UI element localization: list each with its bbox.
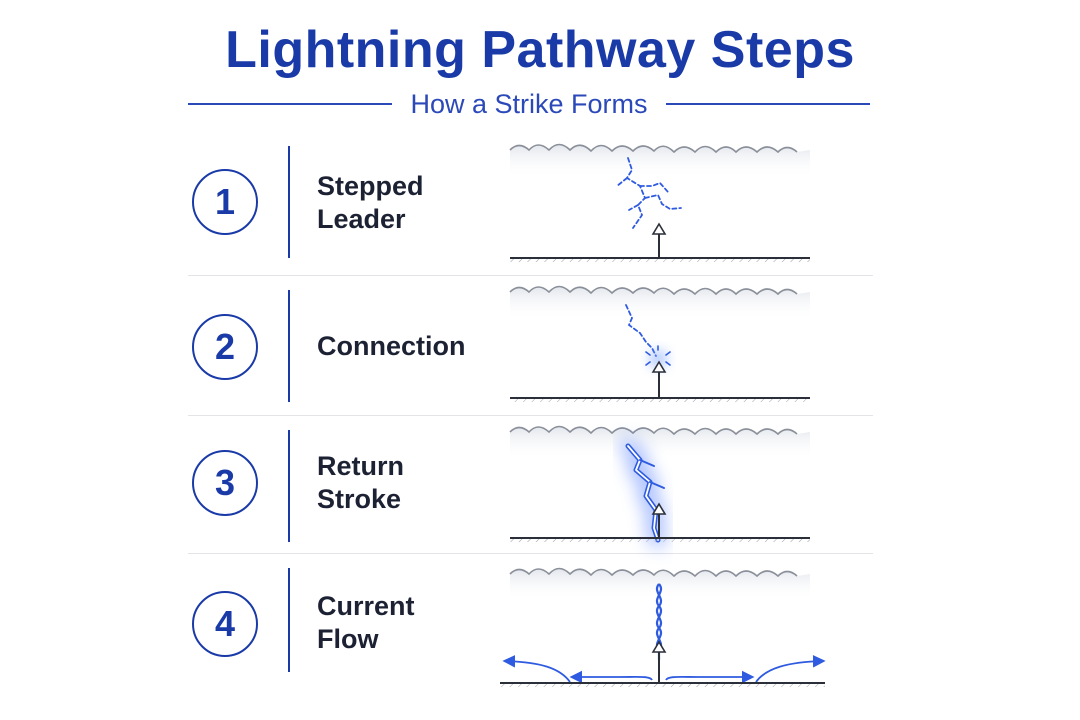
step-1: 1 Stepped Leader [188,140,873,275]
scene-return-stroke [509,425,810,547]
rod-tip-arrow [651,360,667,373]
step-label-line1: Current [317,591,415,621]
rod-tip-arrow [651,640,667,653]
page-title: Lightning Pathway Steps [225,21,855,79]
ground-hatch [510,259,810,262]
leader-path [625,304,657,357]
rod-tip-arrow [651,222,667,235]
flow-arrow-right [665,670,755,684]
flow-arrow-left [569,670,653,684]
cloud-outline [509,285,798,296]
cloud-outline [509,143,798,154]
spark-glow [649,350,667,368]
rod-tip-arrow [651,502,667,515]
step-divider [188,275,873,276]
ground-hatch [510,539,810,542]
current-channel-b [655,583,663,651]
spark-icon [645,345,671,366]
subtitle-row: How a Strike Forms [188,88,871,120]
step-label-line2: Leader [317,204,406,234]
cloud-outline [509,425,798,436]
step-label: Connection [317,330,497,363]
scene-current-flow [500,567,826,687]
step-separator-bar [288,568,290,672]
step-number-circle: 3 [192,450,258,516]
cloud-outline [509,567,798,578]
leader-branches [616,157,682,229]
step-separator-bar [288,146,290,258]
step-label: Current Flow [317,590,497,656]
step-2: 2 Connection [188,278,873,414]
step-label-line2: Flow [317,624,379,654]
cloud-icon [510,286,810,320]
step-label: Return Stroke [317,450,497,516]
step-divider [188,415,873,416]
step-divider [188,553,873,554]
step-label: Stepped Leader [317,170,497,236]
step-label-line1: Return [317,451,404,481]
cloud-icon [510,144,810,178]
step-label-line1: Connection [317,331,466,361]
step-number-circle: 2 [192,314,258,380]
step-label-line1: Stepped [317,171,424,201]
subtitle-rule-left [188,103,393,105]
step-separator-bar [288,290,290,402]
ground-hatch [510,399,810,402]
page-subtitle: How a Strike Forms [410,88,648,119]
step-number-circle: 4 [192,591,258,657]
ground-hatch [500,684,825,687]
scene-stepped-leader [509,143,810,262]
step-number-circle: 1 [192,169,258,235]
step-4: 4 Current Flow [188,556,873,696]
flow-arrow-far-right [755,654,826,683]
step-3: 3 Return Stroke [188,418,873,554]
lightning-core [627,445,659,541]
cloud-icon [510,426,810,460]
step-separator-bar [288,430,290,542]
step-label-line2: Stroke [317,484,402,514]
flow-arrow-far-left [502,654,571,683]
subtitle-rule-right [665,103,871,105]
scene-connection [509,285,810,402]
lightning-branch [639,459,665,489]
